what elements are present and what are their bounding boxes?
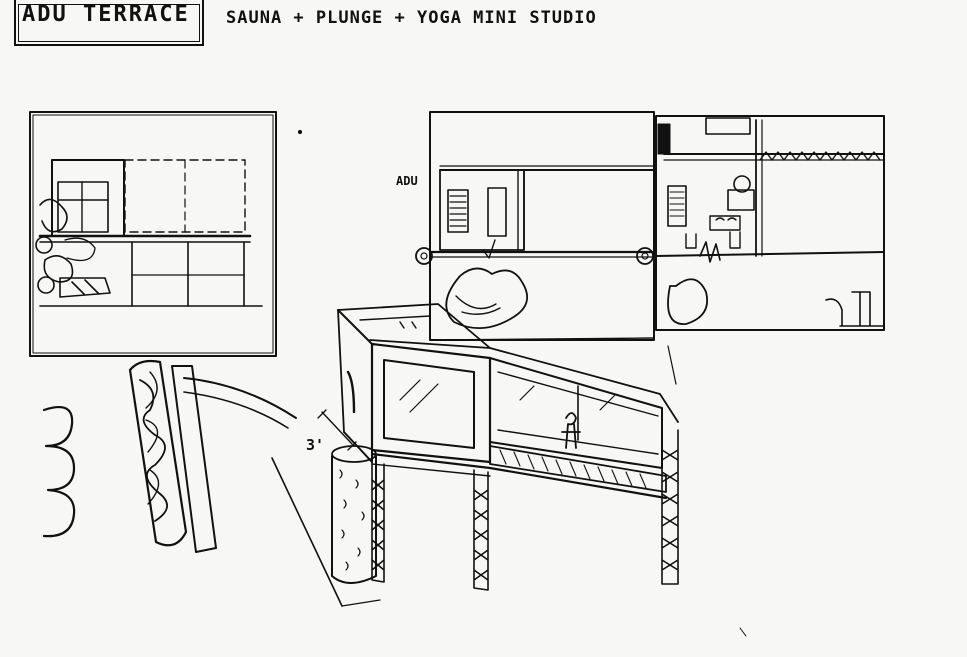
spiral-stair-sketch <box>130 361 296 552</box>
title-box <box>14 0 204 46</box>
right-section-sketch <box>637 116 884 330</box>
sketch-subtitle: SAUNA + PLUNGE + YOGA MINI STUDIO <box>226 8 597 28</box>
ink-dot <box>298 130 301 133</box>
left-elevation-sketch <box>30 112 276 356</box>
coil-sketch <box>44 407 74 536</box>
ink-mark <box>740 628 746 636</box>
sketch-title: ADU TERRACE <box>22 2 190 27</box>
adu-section-sketch <box>416 112 654 340</box>
dimension-label: 3' <box>306 436 325 454</box>
perspective-terrace-sketch <box>272 304 678 606</box>
adu-label: ADU <box>396 174 418 188</box>
